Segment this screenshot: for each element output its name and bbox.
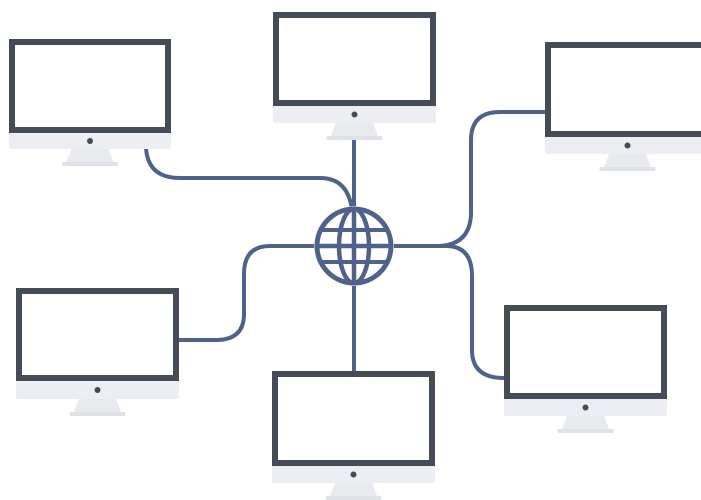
monitor-stand (330, 122, 379, 137)
monitor-dot (87, 138, 93, 144)
connector-bottom-left (176, 244, 318, 342)
monitor-stand-base (69, 412, 126, 416)
monitor-stand-base (326, 136, 383, 140)
monitor-bottom-center (272, 371, 435, 500)
connector-bottom-right (390, 244, 506, 380)
monitor-stand (73, 398, 122, 413)
connector-top-right (390, 110, 550, 248)
monitor-stand (603, 153, 652, 168)
monitor-stand-base (557, 429, 614, 433)
monitor-top-right (545, 42, 701, 171)
monitor-screen (504, 305, 667, 399)
globe-icon (314, 206, 394, 286)
monitor-dot (94, 387, 101, 393)
monitor-chin (545, 135, 701, 154)
monitor-bottom-left (16, 288, 179, 416)
monitor-screen (16, 288, 179, 381)
monitor-top-center (273, 12, 436, 140)
monitor-stand-base (325, 496, 382, 500)
monitor-dot (624, 142, 631, 149)
monitor-dot (350, 471, 357, 478)
connectors (144, 110, 550, 380)
monitor-dot (351, 111, 358, 118)
monitor-stand (66, 148, 114, 163)
monitor-top-left (9, 39, 171, 166)
monitor-screen (545, 42, 701, 137)
connector-top-left (144, 146, 354, 212)
monitor-dot (582, 404, 589, 411)
monitor-screen (272, 371, 435, 466)
monitor-stand (329, 482, 378, 497)
monitor-screen (9, 39, 171, 133)
monitor-bottom-right (504, 305, 667, 433)
monitor-stand-base (599, 167, 656, 171)
monitor-stand (561, 415, 610, 430)
monitor-stand-base (62, 162, 118, 166)
monitor-screen (273, 12, 436, 106)
